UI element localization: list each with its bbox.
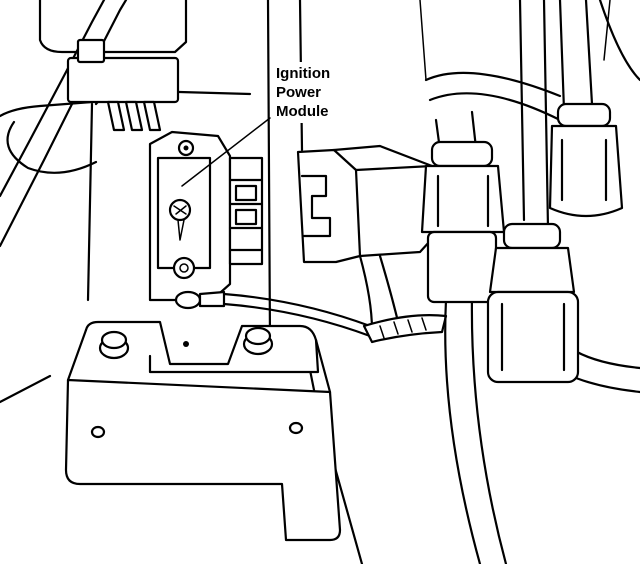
harness-plug (296, 144, 442, 264)
ignition-power-module (148, 130, 264, 302)
callout-line-3: Module (276, 103, 329, 120)
lower-bolt-icon (172, 256, 196, 280)
spark-plug-boot-left (420, 140, 506, 304)
callout-line-2: Power (276, 84, 322, 101)
mounting-bracket (64, 320, 342, 542)
ground-terminal-icon (174, 290, 226, 310)
upper-relay-connector (66, 38, 180, 132)
callout-line-1: Ignition (276, 65, 331, 82)
bracket-bolt-left-icon (98, 330, 130, 360)
screw-icon (168, 198, 192, 241)
spark-plug-boot-lower (486, 222, 580, 384)
module-connector-ribs (228, 156, 264, 266)
spark-plug-boot-right (548, 102, 624, 218)
bracket-bolt-right-icon (242, 326, 274, 356)
ground-wire (174, 254, 448, 344)
callout-leader-line (181, 117, 271, 187)
bolt-icon (177, 139, 195, 157)
ignition-power-module-label: Ignition Power Module (272, 62, 362, 123)
